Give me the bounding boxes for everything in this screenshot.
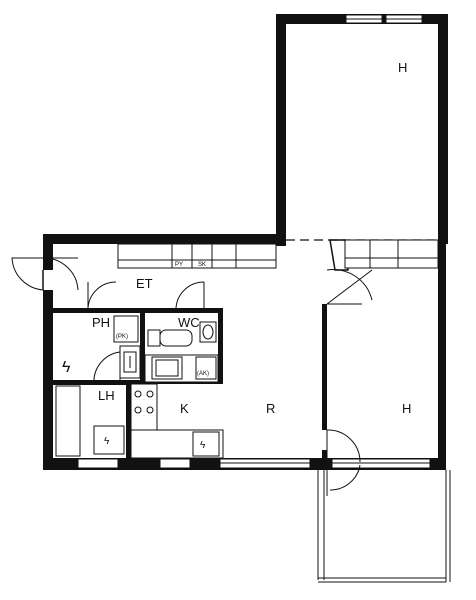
- label-bathroom: PH: [92, 315, 110, 330]
- label-closet: LH: [98, 388, 115, 403]
- closet-door[interactable]: [93, 351, 121, 385]
- closet-fixtures: ϟ: [55, 385, 125, 457]
- label-bedroom-right: H: [402, 401, 411, 416]
- shower-symbol: ϟ: [62, 359, 71, 376]
- label-toilet: WC: [178, 315, 200, 330]
- closet-appliance: [93, 425, 125, 455]
- bathroom-fixtures: (PK) ϟ: [62, 315, 141, 379]
- entrance-door[interactable]: [11, 257, 79, 291]
- label-py: PY: [175, 262, 183, 268]
- wall-closet-right: [126, 384, 131, 458]
- window-bottom-1: [77, 458, 119, 469]
- kitchen-counter: (AK) ϟ: [130, 354, 224, 459]
- toilet: [159, 329, 193, 347]
- wall-left: [43, 234, 53, 270]
- wall-closet-top: [53, 380, 131, 385]
- balcony-door[interactable]: [326, 429, 361, 496]
- wall-main-top: [43, 234, 286, 244]
- kitchen-side-counter: [130, 383, 158, 431]
- dishwasher: [195, 356, 217, 380]
- bedroom-right-door[interactable]: [326, 269, 373, 305]
- label-sk: SK: [198, 262, 206, 268]
- hall-wardrobes: PY SK: [117, 243, 277, 269]
- wardrobe-4: [211, 243, 277, 269]
- label-bedroom-top: H: [398, 60, 407, 75]
- wall-right: [438, 238, 446, 460]
- window-bottom-2: [159, 458, 191, 469]
- fridge-symbol: ϟ: [200, 440, 206, 451]
- washer: [113, 315, 139, 343]
- closet-shelf: [55, 385, 81, 457]
- wall-top-bedroom-right: [438, 14, 448, 244]
- fridge: [192, 431, 220, 457]
- bedroom-wardrobe: [329, 239, 439, 271]
- label-living: R: [266, 401, 275, 416]
- wall-ph-wc-divider: [140, 308, 145, 384]
- wall-bath-right: [218, 308, 223, 384]
- wall-bath-top: [53, 308, 223, 313]
- wall-bedroom-divider: [322, 304, 327, 430]
- appliance-symbol: ϟ: [104, 436, 110, 447]
- label-hall: ET: [136, 276, 153, 291]
- interior-walls: [53, 304, 327, 460]
- bathroom-door[interactable]: [87, 281, 117, 309]
- wardrobe-1: [117, 243, 173, 269]
- label-ak: (AK): [197, 371, 209, 377]
- wall-bath-bottom: [53, 380, 223, 384]
- windows: [77, 14, 431, 469]
- wardrobe-bedroom: [344, 239, 439, 269]
- label-kitchen: K: [180, 401, 189, 416]
- wall-top-bedroom-left: [276, 14, 286, 246]
- wall-bedroom-divider-low: [322, 450, 327, 460]
- wc-door[interactable]: [175, 281, 205, 309]
- toilet-tank: [147, 329, 161, 347]
- room-labels: H ET PH WC LH K R H: [92, 60, 411, 416]
- label-pk: (PK): [116, 334, 128, 340]
- balcony: [317, 470, 451, 583]
- wc-fixtures: [147, 321, 217, 347]
- wall-left-lower: [43, 290, 53, 470]
